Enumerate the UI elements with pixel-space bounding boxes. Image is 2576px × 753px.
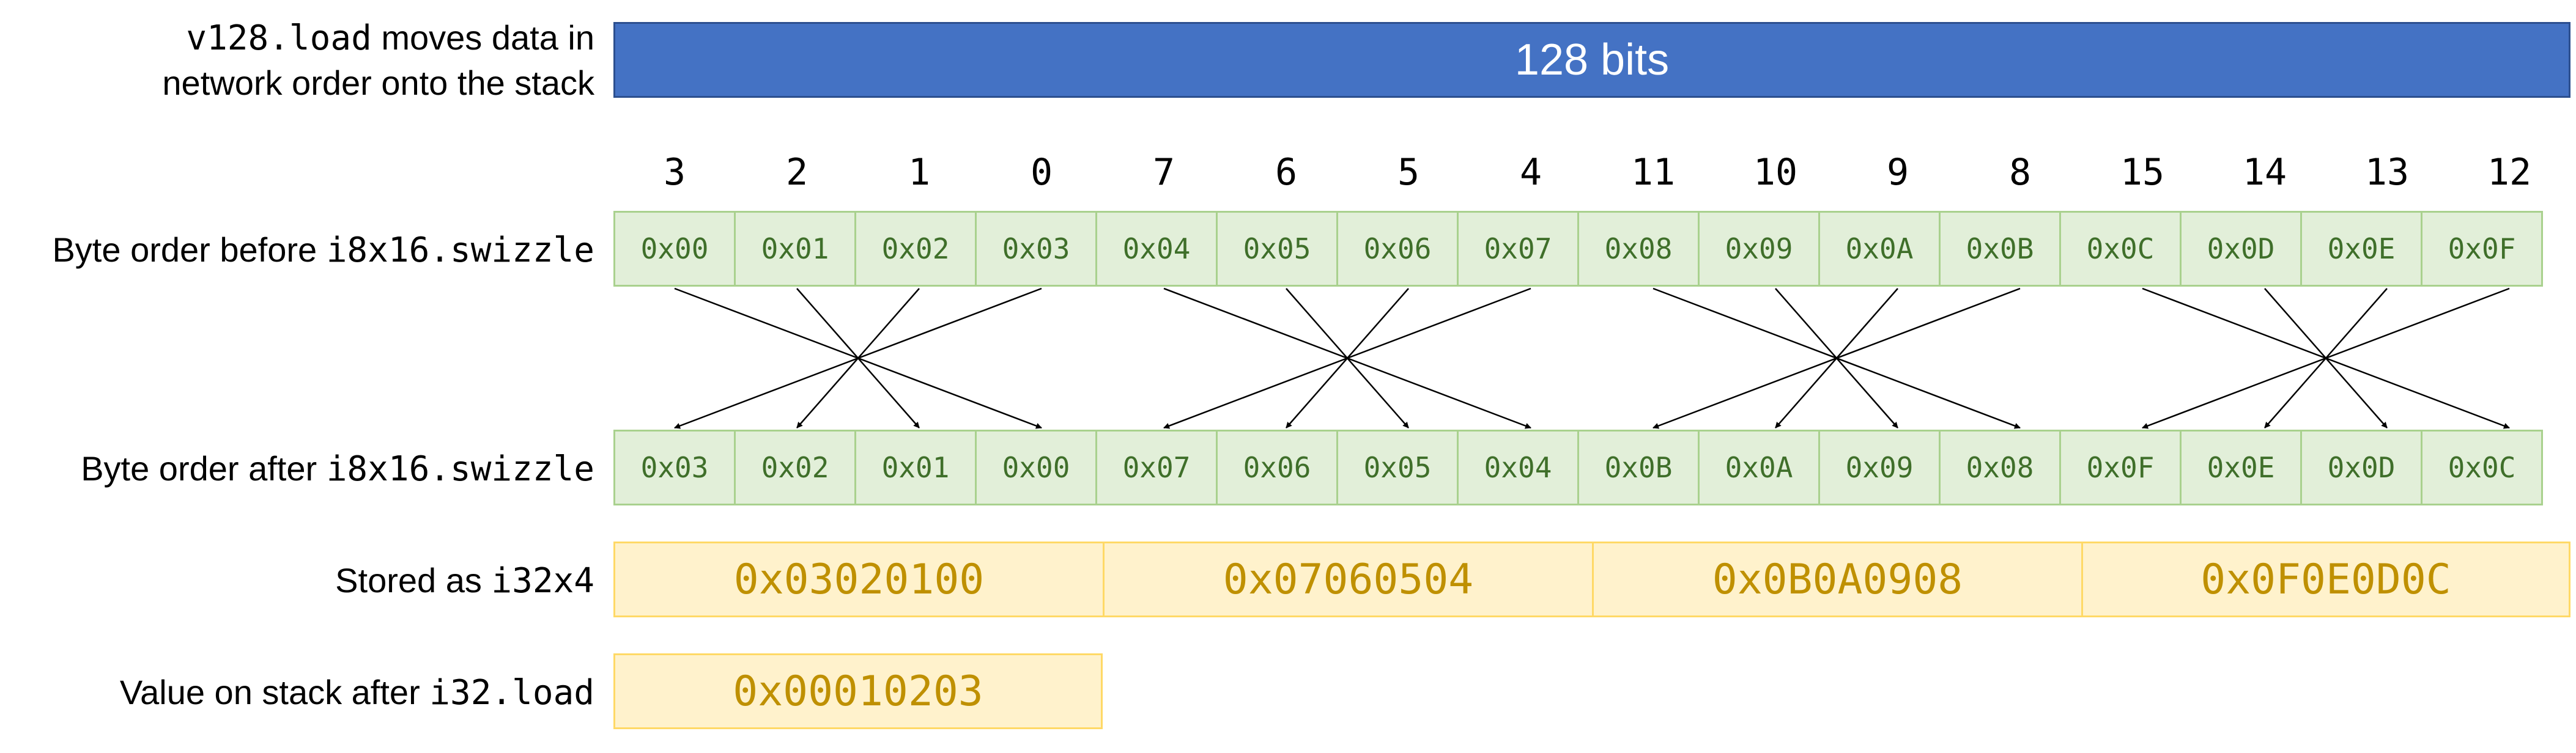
byte-cell-after: 0x08: [1939, 430, 2061, 505]
swizzle-arrow: [674, 287, 1042, 429]
byte-index: 2: [785, 151, 809, 194]
byte-cell-before: 0x0A: [1818, 211, 1941, 287]
byte-cell-before: 0x0D: [2180, 211, 2302, 287]
byte-cell-before: 0x0B: [1939, 211, 2061, 287]
stack-value-label: Value on stack after i32.load: [120, 670, 594, 715]
load-description-line1: v128.load moves data in: [186, 16, 594, 61]
after-label-code: i8x16.swizzle: [326, 449, 594, 489]
byte-index: 4: [1519, 151, 1542, 194]
swizzle-arrow: [796, 288, 920, 428]
byte-index: 9: [1886, 151, 1909, 194]
stack-value: 0x00010203: [613, 653, 1103, 729]
swizzle-arrow: [2264, 288, 2388, 428]
swizzle-arrow: [1163, 287, 1531, 429]
before-label-code: i8x16.swizzle: [326, 230, 594, 270]
byte-cell-after: 0x06: [1216, 430, 1338, 505]
byte-cell-before: 0x0E: [2300, 211, 2422, 287]
byte-index: 8: [2008, 151, 2032, 194]
swizzle-arrow: [1653, 287, 2021, 429]
byte-cell-before: 0x08: [1577, 211, 1700, 287]
swizzle-arrow: [1163, 287, 1531, 429]
bytes-after-row: 0x03 0x02 0x01 0x00 0x07 0x06 0x05 0x04 …: [613, 430, 2570, 505]
byte-index: 6: [1275, 151, 1298, 194]
byte-cell-after: 0x0C: [2421, 430, 2543, 505]
swizzle-arrow: [2142, 287, 2510, 429]
byte-index: 3: [663, 151, 686, 194]
byte-cell-before: 0x05: [1216, 211, 1338, 287]
swizzle-arrow: [1775, 288, 1898, 428]
load-description-text: moves data in: [371, 18, 594, 57]
byte-cell-before: 0x04: [1095, 211, 1218, 287]
load-description-line2: network order onto the stack: [162, 64, 594, 102]
stack-label-text: Value on stack after: [119, 673, 430, 711]
swizzle-arrow: [796, 288, 920, 428]
byte-index: 14: [2242, 151, 2287, 194]
byte-index: 13: [2364, 151, 2410, 194]
byte-cell-after: 0x05: [1336, 430, 1459, 505]
byte-order-after-label: Byte order after i8x16.swizzle: [81, 447, 594, 491]
swizzle-arrow: [674, 287, 1042, 429]
byte-cell-after: 0x07: [1095, 430, 1218, 505]
bytes-before-row: 0x00 0x01 0x02 0x03 0x04 0x05 0x06 0x07 …: [613, 211, 2570, 287]
byte-cell-before: 0x02: [854, 211, 977, 287]
byte-cell-after: 0x00: [975, 430, 1097, 505]
byte-cell-before: 0x06: [1336, 211, 1459, 287]
swizzle-arrow: [1653, 287, 2021, 429]
stored-word: 0x0F0E0D0C: [2081, 542, 2570, 617]
stored-as-label: Stored as i32x4: [335, 559, 594, 603]
byte-cell-before: 0x07: [1457, 211, 1579, 287]
byte-cell-after: 0x0B: [1577, 430, 1700, 505]
swizzle-arrow: [2264, 288, 2388, 428]
swizzle-arrow: [1286, 288, 1409, 428]
byte-cell-before: 0x0C: [2059, 211, 2182, 287]
byte-index: 1: [908, 151, 931, 194]
byte-cell-after: 0x04: [1457, 430, 1579, 505]
load-instruction-code: v128.load: [186, 18, 372, 58]
byte-cell-before: 0x0F: [2421, 211, 2543, 287]
byte-cell-before: 0x09: [1698, 211, 1820, 287]
byte-cell-after: 0x01: [854, 430, 977, 505]
stack-value-row: 0x00010203: [613, 653, 2570, 729]
byte-cell-after: 0x03: [613, 430, 736, 505]
byte-index-row: 3 2 1 0 7 6 5 4 11 10 9 8 15 14 13 12: [613, 144, 2570, 200]
stored-word: 0x07060504: [1103, 542, 1594, 617]
byte-cell-after: 0x0F: [2059, 430, 2182, 505]
byte-cell-after: 0x0D: [2300, 430, 2422, 505]
byte-cell-before: 0x00: [613, 211, 736, 287]
stored-word: 0x0B0A0908: [1592, 542, 2083, 617]
byte-cell-after: 0x09: [1818, 430, 1941, 505]
byte-cell-before: 0x03: [975, 211, 1097, 287]
byte-cell-after: 0x0E: [2180, 430, 2302, 505]
swizzle-arrow: [1775, 288, 1898, 428]
stored-word: 0x03020100: [613, 542, 1105, 617]
byte-index: 5: [1397, 151, 1420, 194]
byte-index: 11: [1630, 151, 1676, 194]
byte-cell-after: 0x02: [734, 430, 856, 505]
byte-index: 15: [2120, 151, 2165, 194]
byte-index: 0: [1030, 151, 1053, 194]
stored-label-code: i32x4: [491, 561, 594, 601]
byte-cell-before: 0x01: [734, 211, 856, 287]
bits-128-bar: 128 bits: [613, 22, 2570, 98]
byte-order-before-label: Byte order before i8x16.swizzle: [52, 228, 594, 273]
byte-cell-after: 0x0A: [1698, 430, 1820, 505]
after-label-text: Byte order after: [81, 449, 327, 488]
stored-words-row: 0x03020100 0x07060504 0x0B0A0908 0x0F0E0…: [613, 542, 2570, 617]
swizzle-arrow: [2142, 287, 2510, 429]
before-label-text: Byte order before: [52, 230, 327, 269]
byte-index: 12: [2487, 151, 2532, 194]
byte-index: 7: [1152, 151, 1175, 194]
stack-label-code: i32.load: [429, 673, 594, 713]
swizzle-arrow: [1286, 288, 1409, 428]
stored-label-text: Stored as: [335, 561, 492, 600]
byte-index: 10: [1753, 151, 1798, 194]
